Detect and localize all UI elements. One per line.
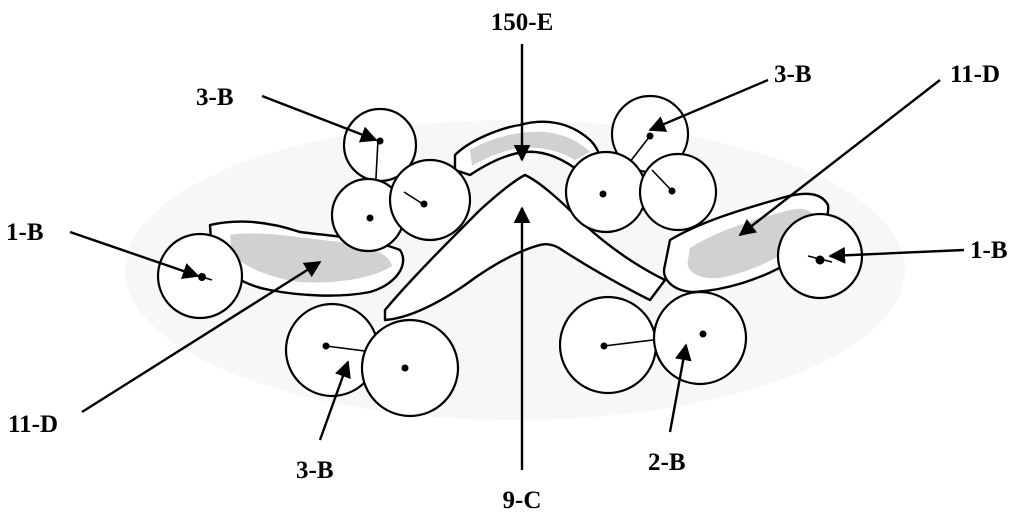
label-3b-lower-left: 3-B [296, 457, 334, 484]
sequin-3b-upper-right-c [640, 154, 716, 230]
label-11d-right: 11-D [950, 61, 1000, 88]
label-150e: 150-E [491, 9, 554, 36]
label-9c: 9-C [503, 487, 542, 514]
sequin-1b-left [158, 234, 242, 318]
label-3b-upper-right: 3-B [774, 61, 812, 88]
sequin-3b-lower-left-b [362, 320, 458, 416]
sequin-2b-lower-right-b [654, 292, 746, 384]
label-1b-left: 1-B [6, 219, 44, 246]
label-2b-lower-right: 2-B [648, 449, 686, 476]
label-11d-left: 11-D [8, 411, 58, 438]
sequin-3b-upper-left-c [390, 160, 470, 240]
label-1b-right: 1-B [970, 237, 1008, 264]
label-3b-upper-left: 3-B [196, 84, 234, 111]
sequin-3b-upper-right-b [566, 152, 646, 232]
